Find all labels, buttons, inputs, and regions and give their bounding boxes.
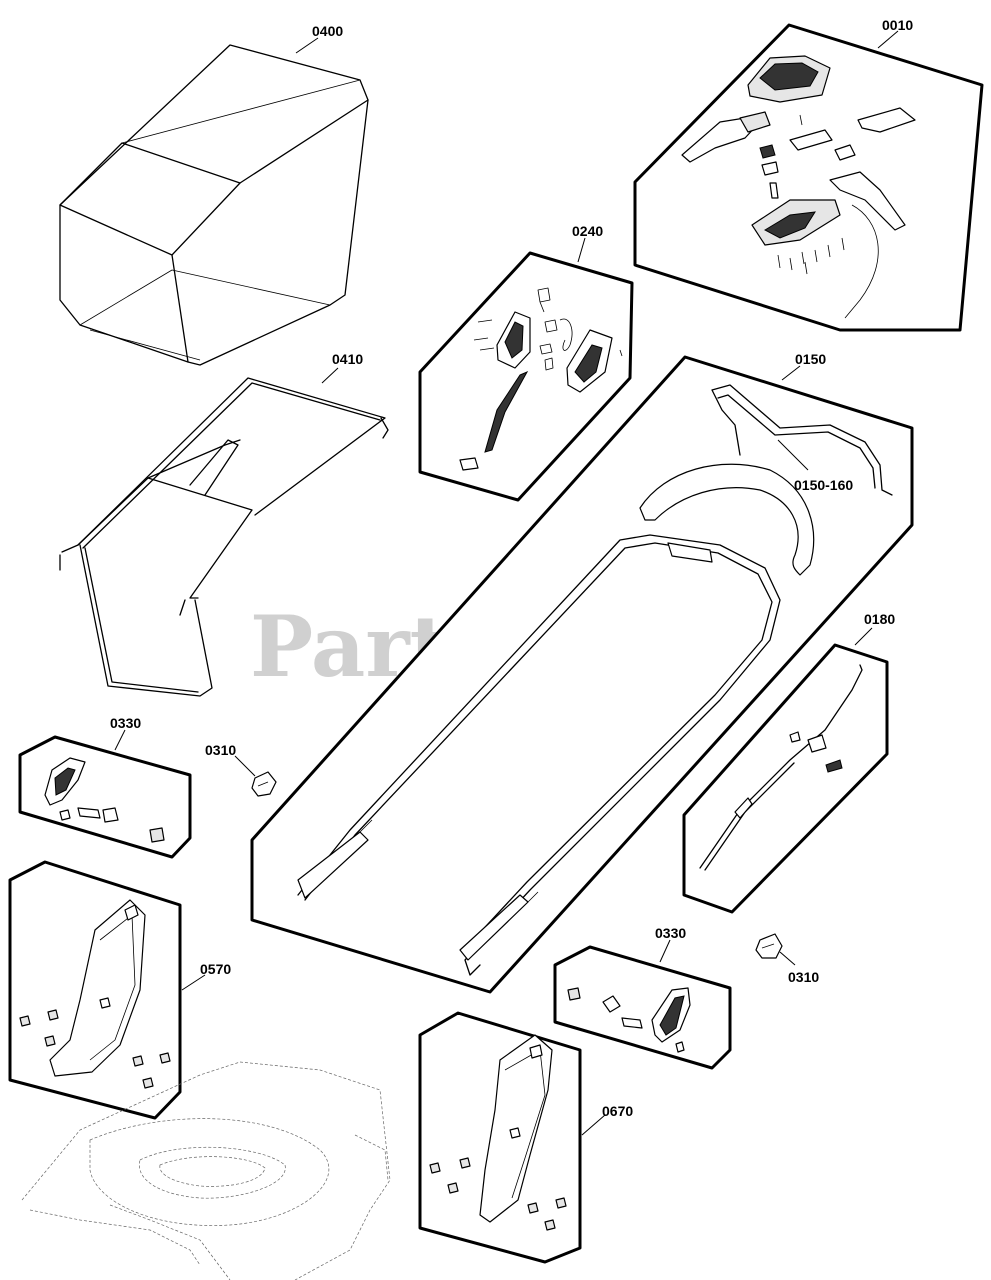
- part-0240-bracket-assembly[interactable]: [459, 287, 623, 471]
- leader-0570: [181, 974, 206, 991]
- callout-0150[interactable]: 0150: [795, 351, 826, 367]
- part-0410-bag-frame[interactable]: [59, 377, 389, 697]
- leader-0310-right: [779, 951, 796, 966]
- part-0310-left-clip[interactable]: [251, 771, 277, 797]
- leader-0330-left: [114, 729, 126, 751]
- callout-0330-left[interactable]: 0330: [110, 715, 141, 731]
- callout-0310-left[interactable]: 0310: [205, 742, 236, 758]
- part-0330-right-cam-lever[interactable]: [567, 987, 691, 1053]
- leader-0240: [577, 237, 586, 263]
- leader-0330-right: [659, 939, 671, 963]
- panel-0010[interactable]: [633, 23, 984, 332]
- part-0330-left-cam-lever[interactable]: [44, 757, 165, 843]
- panel-0150[interactable]: [250, 355, 914, 994]
- callout-0410[interactable]: 0410: [332, 351, 363, 367]
- part-0180-control-cable[interactable]: [699, 664, 863, 871]
- panel-0240[interactable]: [418, 251, 634, 502]
- part-0310-right-clip[interactable]: [755, 933, 783, 959]
- leader-0310-left: [234, 755, 256, 777]
- leader-0150: [781, 365, 801, 381]
- part-0010-control-assembly[interactable]: [681, 55, 916, 319]
- callout-0570[interactable]: 0570: [200, 961, 231, 977]
- panel-0180[interactable]: [682, 643, 889, 914]
- panel-0330-right[interactable]: [553, 945, 732, 1070]
- callout-0240[interactable]: 0240: [572, 223, 603, 239]
- callout-0010[interactable]: 0010: [882, 17, 913, 33]
- mower-deck-outline: [21, 1061, 391, 1280]
- callout-0180[interactable]: 0180: [864, 611, 895, 627]
- callout-0310-right[interactable]: 0310: [788, 969, 819, 985]
- part-0150-handle[interactable]: [297, 384, 893, 976]
- part-0570-left-bracket[interactable]: [19, 899, 171, 1089]
- leader-0410: [321, 367, 339, 384]
- callout-0400[interactable]: 0400: [312, 23, 343, 39]
- leader-0010: [877, 30, 899, 49]
- part-0400-grass-bag[interactable]: [59, 44, 369, 366]
- leader-0670: [581, 1114, 606, 1136]
- callout-0670[interactable]: 0670: [602, 1103, 633, 1119]
- part-0670-right-bracket[interactable]: [429, 1034, 567, 1231]
- callout-0150-160[interactable]: 0150-160: [794, 477, 853, 493]
- leader-0150-160: [777, 439, 809, 471]
- callout-0330-right[interactable]: 0330: [655, 925, 686, 941]
- leader-0180: [854, 627, 873, 646]
- leader-0400: [295, 37, 319, 54]
